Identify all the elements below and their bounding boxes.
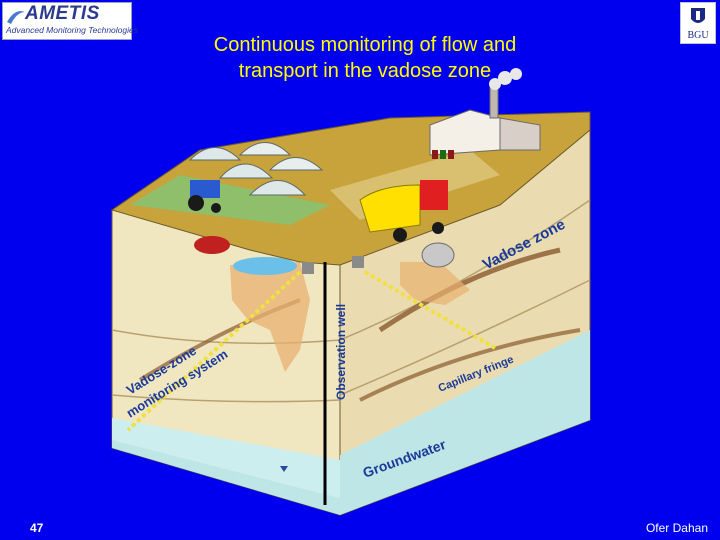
author-name: Ofer Dahan (646, 521, 708, 535)
storage-tank (422, 243, 454, 267)
label-observation-well: Observation well (334, 304, 348, 400)
fuel-tank-red (194, 236, 230, 254)
water-pond (233, 257, 297, 275)
station-center (352, 256, 364, 268)
barrels (432, 150, 454, 159)
station-left (302, 262, 314, 274)
factory (430, 68, 540, 155)
slide-number: 47 (30, 521, 43, 535)
